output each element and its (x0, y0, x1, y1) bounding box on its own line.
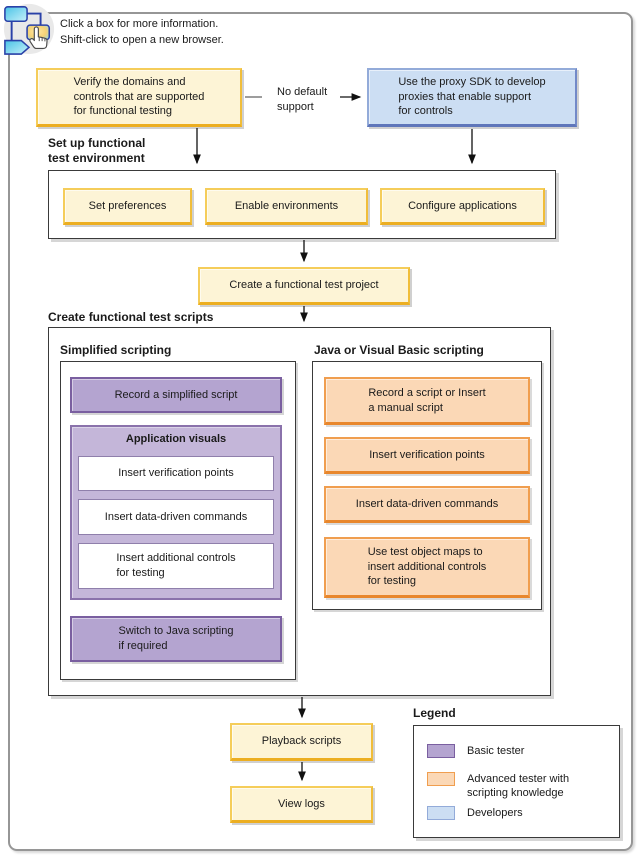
hand-cursor-icon (29, 26, 48, 50)
java-heading: Java or Visual Basic scripting (314, 343, 484, 357)
legend-item-advanced-tester: Advanced tester with scripting knowledge (427, 772, 569, 801)
test-object-maps-box[interactable]: Use test object maps to insert additiona… (324, 537, 530, 598)
legend-item-basic-tester: Basic tester (427, 744, 524, 758)
legend-swatch-orange (427, 772, 455, 786)
no-default-support-label: No default support (277, 86, 328, 113)
legend-item-developers: Developers (427, 806, 523, 820)
diagram-frame (8, 12, 633, 851)
simplified-heading: Simplified scripting (60, 343, 172, 357)
create-project-box[interactable]: Create a functional test project (198, 267, 410, 305)
scripts-heading: Create functional test scripts (48, 310, 214, 324)
view-logs-box[interactable]: View logs (230, 786, 373, 823)
enable-environments-box[interactable]: Enable environments (205, 188, 368, 225)
configure-applications-box[interactable]: Configure applications (380, 188, 545, 225)
icon-flow-arrow-node (4, 39, 31, 55)
application-visuals-title: Application visuals (125, 433, 227, 445)
instructions-text: Click a box for more information. Shift-… (60, 18, 224, 46)
proxy-sdk-box[interactable]: Use the proxy SDK to develop proxies tha… (367, 68, 577, 127)
record-script-box[interactable]: Record a script or Insert a manual scrip… (324, 377, 530, 425)
setup-env-heading: Set up functional test environment (48, 136, 146, 165)
java-insert-verification-box[interactable]: Insert verification points (324, 437, 530, 474)
set-preferences-box[interactable]: Set preferences (63, 188, 192, 225)
legend-label: Basic tester (467, 745, 525, 757)
playback-scripts-box[interactable]: Playback scripts (230, 723, 373, 761)
insert-data-driven-box[interactable]: Insert data-driven commands (78, 499, 274, 535)
legend-label: Developers (467, 807, 523, 819)
legend-swatch-purple (427, 744, 455, 758)
legend-title: Legend (413, 706, 456, 720)
clickable-diagram-icon (2, 2, 56, 56)
java-insert-data-driven-box[interactable]: Insert data-driven commands (324, 486, 530, 523)
icon-flow-node (4, 6, 28, 23)
record-simplified-box[interactable]: Record a simplified script (70, 377, 282, 413)
insert-verification-points-box[interactable]: Insert verification points (78, 456, 274, 491)
switch-java-box[interactable]: Switch to Java scripting if required (70, 616, 282, 662)
legend-label: Advanced tester with scripting knowledge (467, 773, 570, 800)
legend-swatch-blue (427, 806, 455, 820)
verify-domains-box[interactable]: Verify the domains and controls that are… (36, 68, 242, 127)
insert-additional-controls-box[interactable]: Insert additional controls for testing (78, 543, 274, 589)
